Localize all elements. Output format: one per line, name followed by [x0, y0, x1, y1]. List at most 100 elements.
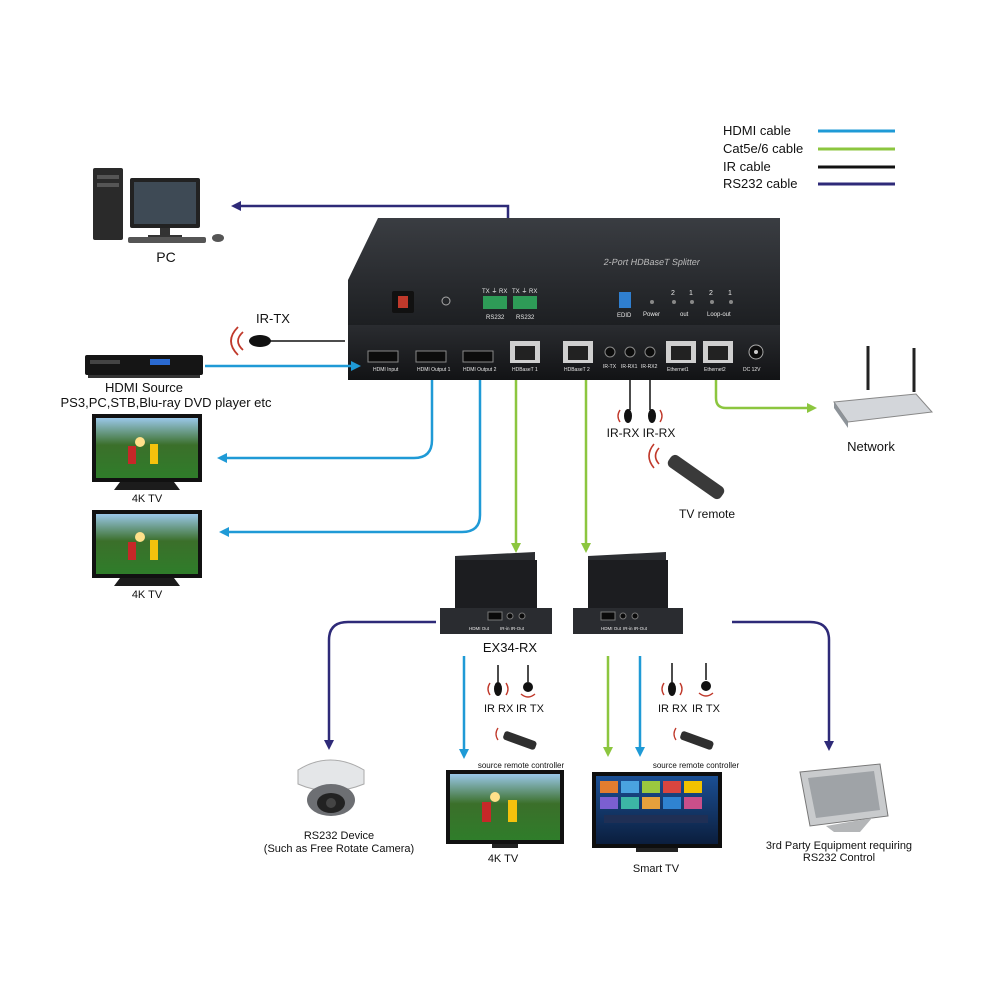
loop-out-label: Loop-out — [707, 312, 731, 318]
legend-hdmi-label: HDMI cable — [723, 123, 791, 138]
port-label-hdbaset2: HDBaseT 2 — [564, 367, 590, 373]
port-label-hdmi-input: HDMI Input — [373, 367, 399, 373]
receiver-left-label: EX34-RX — [483, 640, 538, 655]
dvd-player-body — [85, 355, 203, 375]
receiver-left-ir: IR-in IR-Out — [500, 626, 525, 631]
led-number-3: 2 — [709, 290, 713, 297]
ir-tx-jack — [604, 346, 616, 358]
rs232-device-subtitle: (Such as Free Rotate Camera) — [264, 843, 414, 855]
pc-device: PC — [93, 168, 224, 265]
power-label: Power — [643, 312, 660, 318]
ethernet-cable — [714, 380, 817, 413]
port-label-dc: DC 12V — [743, 367, 761, 373]
port-label-irtx: IR-TX — [603, 364, 617, 370]
smart-tv-label: Smart TV — [633, 863, 680, 875]
splitter-top-face — [348, 218, 780, 325]
ir-rx1-sensor — [624, 409, 632, 423]
led-number-2: 1 — [689, 290, 693, 297]
port-label-irrx2: IR-RX2 — [641, 364, 658, 370]
router-body — [833, 393, 934, 423]
rs232-terminal-1 — [483, 296, 507, 309]
third-party-subtitle: RS232 Control — [803, 852, 875, 864]
rs232-camera: RS232 Device (Such as Free Rotate Camera… — [264, 759, 414, 855]
pc-mouse — [212, 234, 224, 242]
legend-cat-label: Cat5e/6 cable — [723, 141, 803, 156]
led-number-4: 1 — [728, 290, 732, 297]
tv-remote-body — [667, 454, 725, 500]
led-number-1: 2 — [671, 290, 675, 297]
remote-left-label: source remote controller — [478, 761, 565, 770]
third-party-equipment: 3rd Party Equipment requiring RS232 Cont… — [766, 763, 912, 864]
rs232-terminal-2 — [513, 296, 537, 309]
tv-mid-label: 4K TV — [132, 589, 163, 601]
ir-tx-label: IR-TX — [256, 311, 290, 326]
network-label: Network — [847, 439, 895, 454]
ir-tx-left-label: IR TX — [516, 703, 545, 715]
rs232-device-title: RS232 Device — [304, 830, 374, 842]
ir-rx-pair: IR-RX IR-RX — [607, 380, 676, 440]
port-label-eth1: Ethernet1 — [667, 367, 689, 373]
ir-left-group: IR RX IR TX source remote controller — [478, 665, 565, 770]
rs232-right-cable — [732, 620, 834, 751]
tv-top: 4K TV — [92, 414, 202, 505]
rs232-txrx-label-2: TX ⏚ RX — [512, 288, 537, 295]
tv-remote-label: TV remote — [679, 507, 735, 521]
hdbaset-splitter: 2-Port HDBaseT Splitter TX ⏚ RX TX ⏚ RX … — [348, 218, 780, 380]
hdmi-source-subtitle: PS3,PC,STB,Blu-ray DVD player etc — [61, 395, 272, 410]
hdmi-input-port — [367, 350, 399, 363]
hdmi-output-1-cable — [217, 380, 434, 463]
receiver-left-hdmi-out: HDMI Out — [469, 626, 490, 631]
pc-keyboard — [128, 237, 206, 243]
remote-right-body — [680, 731, 714, 750]
hdmi-output-2-cable — [219, 380, 482, 537]
legend-rs232-label: RS232 cable — [723, 176, 797, 191]
out-label: out — [680, 312, 689, 318]
camera-dome-top — [297, 759, 365, 792]
splitter-title: 2-Port HDBaseT Splitter — [603, 257, 701, 267]
hdmi-output-2-port — [462, 350, 494, 363]
receiver-right-ir: IR-in IR-Out — [623, 626, 648, 631]
ir-tx-right-label: IR TX — [692, 703, 721, 715]
hdmi-source-device: HDMI Source PS3,PC,STB,Blu-ray DVD playe… — [61, 355, 272, 410]
ir-rx2-jack — [644, 346, 656, 358]
tv-remote: TV remote — [648, 443, 735, 521]
rs232-label-1: RS232 — [486, 315, 505, 321]
ir-tx-emitter: IR-TX — [230, 311, 345, 356]
hdmi-source-title: HDMI Source — [105, 380, 183, 395]
receiver-right: HDMI Out IR-in IR-Out — [573, 552, 683, 634]
power-button-icon — [441, 296, 451, 306]
legend-ir-label: IR cable — [723, 159, 771, 174]
tv-top-label: 4K TV — [132, 493, 163, 505]
legend: HDMI cable Cat5e/6 cable IR cable RS232 … — [723, 123, 895, 191]
network-router: Network — [833, 346, 934, 454]
ir-rx2-sensor — [648, 409, 656, 423]
ir-rx-right-label: IR RX — [658, 703, 688, 715]
ir-rx-left-label: IR RX — [484, 703, 514, 715]
port-label-hdmi-out1: HDMI Output 1 — [417, 367, 451, 373]
port-label-eth2: Ethernet2 — [704, 367, 726, 373]
receiver-left: HDMI Out IR-in IR-Out EX34-RX — [440, 552, 552, 655]
edid-label: EDID — [617, 313, 632, 319]
third-party-title: 3rd Party Equipment requiring — [766, 840, 912, 852]
tv-bottom: 4K TV — [446, 770, 564, 865]
remote-right-label: source remote controller — [653, 761, 740, 770]
port-label-hdbaset1: HDBaseT 1 — [512, 367, 538, 373]
remote-left-body — [503, 731, 537, 750]
ir-right-group: IR RX IR TX source remote controller — [653, 663, 740, 770]
ir-rx-pair-label: IR-RX IR-RX — [607, 426, 676, 440]
port-label-hdmi-out2: HDMI Output 2 — [463, 367, 497, 373]
smart-tv: Smart TV — [592, 772, 722, 875]
pc-label: PC — [156, 249, 175, 265]
tv-bottom-label: 4K TV — [488, 853, 519, 865]
tv-mid: 4K TV — [92, 510, 202, 601]
rs232-left-cable — [324, 620, 436, 750]
port-label-irrx1: IR-RX1 — [621, 364, 638, 370]
rs232-txrx-label-1: TX ⏚ RX — [482, 288, 507, 295]
ir-tx-emitter-head — [249, 335, 271, 347]
ir-rx1-jack — [624, 346, 636, 358]
rs232-label-2: RS232 — [516, 315, 535, 321]
hdmi-output-1-port — [415, 350, 447, 363]
receiver-right-hdmi-out: HDMI Out — [601, 626, 622, 631]
edid-dip-switch — [619, 292, 631, 308]
